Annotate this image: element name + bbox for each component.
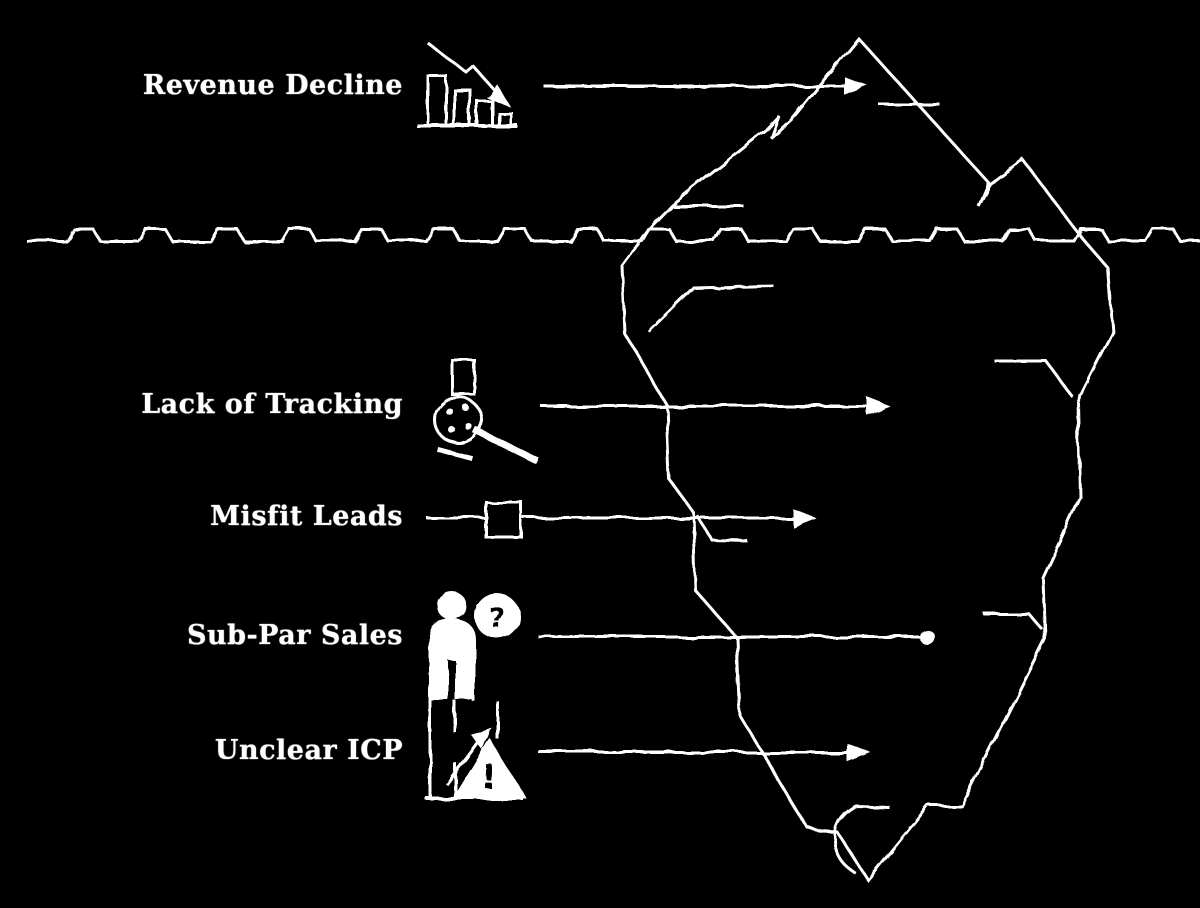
label-unclear-icp: Unclear ICP: [214, 735, 403, 766]
waterline: [26, 227, 1200, 243]
label-lack-of-tracking: Lack of Tracking: [141, 389, 403, 420]
connector-unclear-icp: [538, 742, 871, 762]
arrowhead-icon: [792, 508, 817, 528]
arrowhead-icon: [866, 396, 891, 416]
label-sub-par-sales: Sub-Par Sales: [186, 620, 403, 651]
iceberg-outline: [620, 35, 1115, 883]
connector-misfit-leads: [426, 508, 817, 528]
square-marker-icon: [484, 500, 523, 539]
arrow-dot-icon: [919, 629, 935, 645]
connector-lack-of-tracking: [540, 396, 891, 416]
label-revenue-decline: Revenue Decline: [142, 70, 403, 101]
connector-revenue-decline: [543, 76, 869, 96]
person-question-icon: ?: [428, 591, 520, 702]
label-misfit-leads: Misfit Leads: [210, 501, 403, 532]
question-mark-glyph: ?: [489, 601, 505, 634]
connector-sub-par-sales: [538, 629, 935, 645]
warning-chart-icon: !: [425, 700, 527, 800]
crack-right-upper: [994, 359, 1075, 399]
declining-bar-chart-icon: [417, 41, 518, 128]
iceberg-cracks: [647, 102, 1075, 875]
crack-upper-left: [647, 284, 774, 334]
crack-left-ledge-mid: [695, 514, 748, 543]
crack-right-lower: [982, 611, 1044, 631]
crack-bottom-hook: [833, 804, 890, 875]
arrowhead-icon: [844, 76, 869, 96]
footprints-magnifier-icon: [433, 358, 539, 464]
exclamation-glyph: !: [481, 758, 497, 798]
arrowhead-icon: [846, 742, 871, 762]
connector-lines: [426, 76, 935, 762]
